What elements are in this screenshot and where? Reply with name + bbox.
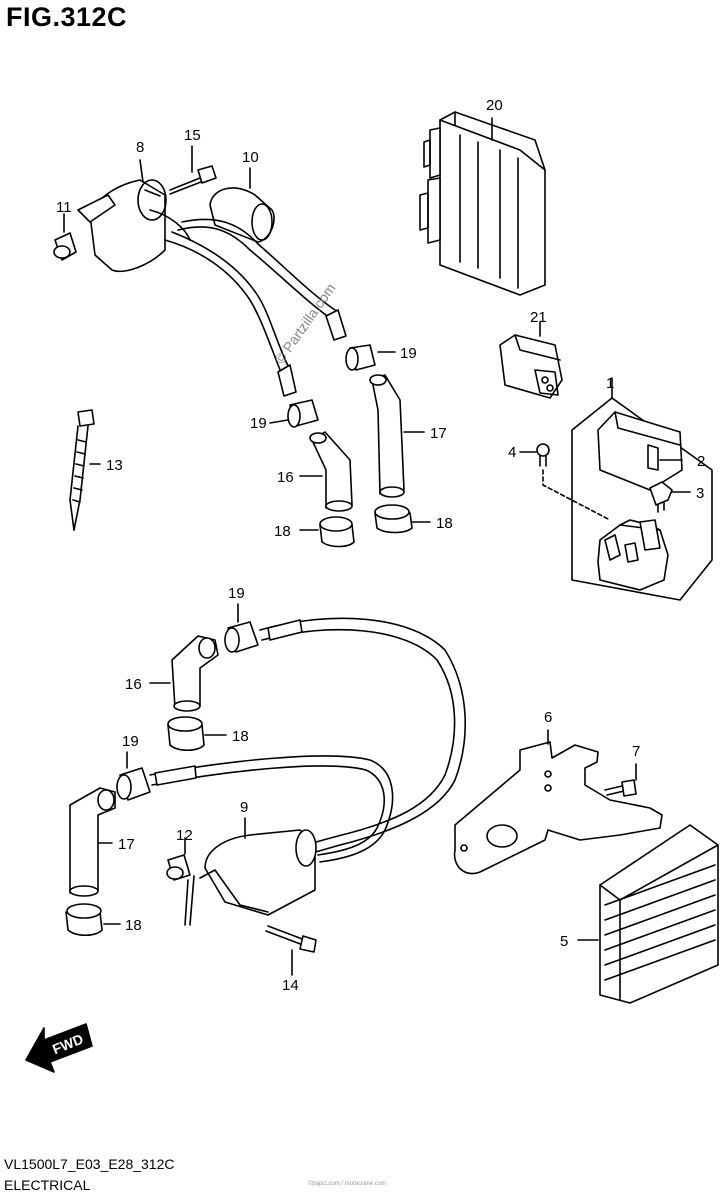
boot-part-18-upper-right: [374, 504, 431, 534]
model-code: VL1500L7_E03_E28_312C: [4, 1156, 175, 1172]
callout-15: 15: [184, 127, 201, 144]
callout-7: 7: [632, 743, 640, 760]
relay-part: [597, 519, 669, 591]
ignition-coil-part-9: [184, 817, 317, 926]
collar-part-12: [166, 837, 191, 881]
bolt-part-15: [169, 145, 217, 195]
ignition-coil-rear-part-8: [77, 159, 191, 272]
callout-14: 14: [282, 977, 299, 994]
fwd-arrow: FWD: [25, 1023, 93, 1073]
callout-17-a: 17: [430, 425, 447, 442]
collar-part-11: [53, 213, 77, 261]
boot-part-18-upper-left: [299, 516, 355, 548]
connector-part-21: [499, 321, 563, 399]
callout-12: 12: [176, 827, 193, 844]
boot-part-18-lower-top: [167, 716, 227, 752]
figure-title: FIG.312C: [6, 2, 128, 32]
relay-cover-part-2: [597, 411, 683, 491]
footer-small-text: ©papiz.com / motocrane.com: [308, 1181, 387, 1187]
boot-part-18-lower-bottom: [65, 903, 121, 937]
callout-13: 13: [106, 457, 123, 474]
callout-3: 3: [696, 485, 704, 502]
high-tension-cords: [164, 218, 347, 397]
callout-19-b: 19: [250, 415, 267, 432]
callout-4: 4: [508, 444, 516, 461]
callout-2: 2: [697, 453, 705, 470]
ecu-part-20: [419, 111, 546, 296]
plug-cap-part-16-lower: [149, 635, 219, 712]
starter-relay-box-part-1: [571, 377, 713, 601]
callout-20: 20: [486, 97, 503, 114]
callout-18-c: 18: [232, 728, 249, 745]
seal-cap-part-19-upper-left: [269, 399, 319, 428]
callout-16-a: 16: [277, 469, 294, 486]
callout-18-a: 18: [274, 523, 291, 540]
callout-5: 5: [560, 933, 568, 950]
callout-8: 8: [136, 139, 144, 156]
callout-19-d: 19: [122, 733, 139, 750]
callout-10: 10: [242, 149, 259, 166]
bracket-part-6: [453, 729, 663, 875]
callout-1: 1: [606, 375, 614, 392]
screw-part-4: [519, 443, 611, 521]
callout-11: 11: [56, 199, 72, 216]
seal-cap-part-19-upper-right: [345, 344, 396, 371]
callout-19-a: 19: [400, 345, 417, 362]
plug-cap-part-16-upper: [299, 431, 353, 512]
callout-18-b: 18: [436, 515, 453, 532]
callout-16-b: 16: [125, 676, 142, 693]
bolt-part-14: [265, 925, 317, 976]
ignition-coil-part-10: [209, 167, 275, 243]
callout-21: 21: [530, 309, 547, 326]
fuse-part-3: [649, 481, 691, 513]
cable-tie-part-13: [69, 409, 101, 531]
bolt-part-7: [604, 763, 637, 797]
seal-cap-part-19-lower-bottom: [116, 751, 151, 801]
plug-cap-part-17-lower: [69, 787, 116, 897]
callout-19-c: 19: [228, 585, 245, 602]
figure-description: ELECTRICAL: [4, 1177, 91, 1193]
callout-18-d: 18: [125, 917, 142, 934]
seal-cap-part-19-lower-top: [224, 603, 259, 653]
callout-9: 9: [240, 799, 248, 816]
high-tension-cords-lower: [149, 617, 467, 863]
callout-17-b: 17: [118, 836, 135, 853]
plug-cap-part-17-upper: [369, 374, 425, 498]
callout-6: 6: [544, 709, 552, 726]
regulator-part-5: [577, 824, 719, 1004]
